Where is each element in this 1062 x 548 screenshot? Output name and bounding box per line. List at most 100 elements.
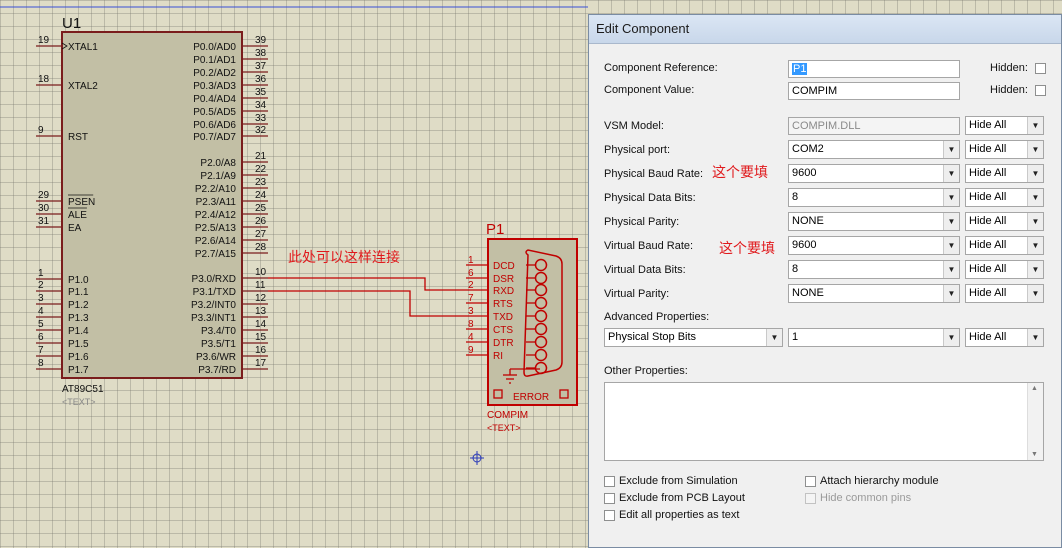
db9-hole (534, 348, 548, 362)
u1-pin-name: P1.6 (68, 352, 89, 363)
dialog-title[interactable]: Edit Component (589, 15, 1061, 44)
scroll-down-icon[interactable]: ▼ (1031, 451, 1038, 458)
crosshair-icon (470, 451, 484, 465)
u1-pin-name: P0.3/AD3 (193, 81, 236, 92)
advanced-property-select[interactable]: Physical Stop Bits▼ (604, 328, 783, 347)
checkbox-attach_hier[interactable] (805, 476, 816, 487)
db9-hole (534, 296, 548, 310)
u1-pin-number: 36 (255, 74, 267, 85)
u1-pin-name: P0.4/AD4 (193, 94, 236, 105)
u1-pin-name: P2.6/A14 (195, 236, 237, 247)
advanced-visibility-select[interactable]: Hide All▼ (965, 328, 1044, 347)
prop-label-physical_baud_rate: Physical Baud Rate: (604, 168, 704, 180)
u1-pin-number: 29 (38, 190, 50, 201)
chevron-down-icon: ▼ (1027, 189, 1043, 206)
u1-pin-number: 2 (38, 280, 44, 291)
u1-pin-number: 18 (38, 74, 50, 85)
u1-pin-name: P3.4/T0 (201, 326, 236, 337)
chevron-down-icon: ▼ (766, 329, 782, 346)
u1-pin-name: P1.5 (68, 339, 89, 350)
u1-pin-name: ALE (68, 210, 87, 221)
u1-pin-name: P2.5/A13 (195, 223, 237, 234)
u1-pin-number: 12 (255, 293, 267, 304)
db9-hole (534, 361, 548, 375)
prop-visibility-virtual_parity[interactable]: Hide All▼ (965, 284, 1044, 303)
prop-input-physical_baud_rate[interactable]: 9600▼ (788, 164, 960, 183)
u1-pin-number: 35 (255, 87, 267, 98)
checkbox-exclude_sim[interactable] (604, 476, 615, 487)
p1-pin-name: RI (493, 351, 503, 362)
u1-pin-name: P0.7/AD7 (193, 132, 236, 143)
prop-visibility-value: Hide All (969, 191, 1007, 203)
prop-visibility-physical_port[interactable]: Hide All▼ (965, 140, 1044, 159)
u1-ref: U1 (62, 15, 81, 32)
schematic-drawing[interactable]: U1 AT89C51 <TEXT> 19XTAL118XTAL29RST29PS… (0, 0, 588, 548)
u1-pin-number: 32 (255, 125, 267, 136)
prop-label-virtual_data_bits: Virtual Data Bits: (604, 264, 686, 276)
prop-input-vsm_model[interactable]: COMPIM.DLL (788, 117, 960, 135)
reference-hidden-checkbox[interactable] (1035, 63, 1046, 74)
prop-input-virtual_baud_rate[interactable]: 9600▼ (788, 236, 960, 255)
checkbox-label-exclude_pcb: Exclude from PCB Layout (619, 492, 745, 504)
u1-pin-number: 10 (255, 267, 267, 278)
annotation-fill-note-1: 这个要填 (712, 165, 768, 181)
p1-pin-name: DCD (493, 261, 515, 272)
prop-input-physical_port[interactable]: COM2▼ (788, 140, 960, 159)
u1-pin-number: 24 (255, 190, 267, 201)
clock-pin-marker (61, 42, 68, 50)
reference-hidden-label: Hidden: (990, 62, 1028, 74)
checkbox-label-attach_hier: Attach hierarchy module (820, 475, 939, 487)
u1-pin-name: EA (68, 223, 82, 234)
u1-pin-name: XTAL2 (68, 81, 98, 92)
prop-visibility-virtual_data_bits[interactable]: Hide All▼ (965, 260, 1044, 279)
db9-pins (526, 258, 548, 375)
prop-visibility-physical_parity[interactable]: Hide All▼ (965, 212, 1044, 231)
p1-pin-name: DTR (493, 338, 514, 349)
chevron-down-icon: ▼ (943, 285, 959, 302)
textarea-scrollbar[interactable]: ▲ ▼ (1027, 383, 1043, 460)
component-value-input[interactable]: COMPIM (788, 82, 960, 100)
prop-input-physical_data_bits[interactable]: 8▼ (788, 188, 960, 207)
p1-pin-name: CTS (493, 325, 513, 336)
prop-visibility-physical_baud_rate[interactable]: Hide All▼ (965, 164, 1044, 183)
edit-component-dialog: Edit Component Component Reference: P1 H… (588, 14, 1062, 548)
chevron-down-icon: ▼ (943, 261, 959, 278)
u1-pin-number: 22 (255, 164, 267, 175)
u1-pin-number: 39 (255, 35, 267, 46)
u1-pin-number: 11 (255, 280, 266, 291)
checkbox-exclude_pcb[interactable] (604, 493, 615, 504)
prop-visibility-physical_data_bits[interactable]: Hide All ▼ (965, 188, 1044, 207)
prop-value-physical_parity: NONE (792, 215, 824, 227)
p1-pin-number: 8 (468, 319, 474, 330)
prop-input-physical_parity[interactable]: NONE ▼ (788, 212, 960, 231)
other-properties-textarea[interactable]: ▲ ▼ (604, 382, 1044, 461)
checkbox-edit_all[interactable] (604, 510, 615, 521)
prop-label-virtual_parity: Virtual Parity: (604, 288, 670, 300)
checkbox-hide_common (805, 493, 816, 504)
prop-input-virtual_parity[interactable]: NONE▼ (788, 284, 960, 303)
component-reference-input[interactable]: P1 (788, 60, 960, 78)
scroll-up-icon[interactable]: ▲ (1031, 385, 1038, 392)
advanced-value-select[interactable]: 1▼ (788, 328, 960, 347)
prop-visibility-value: Hide All (969, 119, 1007, 131)
wires[interactable] (268, 277, 466, 317)
chevron-down-icon: ▼ (943, 213, 959, 230)
error-indicator-right (559, 389, 569, 399)
chevron-down-icon: ▼ (943, 165, 959, 182)
u1-pin-name: P0.1/AD1 (193, 55, 236, 66)
prop-value-virtual_baud_rate: 9600 (792, 239, 817, 251)
u1-pin-number: 33 (255, 113, 267, 124)
prop-visibility-vsm_model[interactable]: Hide All▼ (965, 116, 1044, 135)
prop-value-physical_data_bits: 8 (792, 191, 799, 203)
u1-body[interactable] (61, 31, 243, 379)
u1-pin-name: P0.6/AD6 (193, 120, 236, 131)
u1-pin-number: 1 (38, 268, 44, 279)
u1-pin-name: P2.1/A9 (200, 171, 236, 182)
u1-pin-number: 27 (255, 229, 267, 240)
value-hidden-checkbox[interactable] (1035, 85, 1046, 96)
prop-visibility-virtual_baud_rate[interactable]: Hide All▼ (965, 236, 1044, 255)
u1-pin-number: 37 (255, 61, 267, 72)
prop-input-virtual_data_bits[interactable]: 8▼ (788, 260, 960, 279)
u1-pin-number: 17 (255, 358, 267, 369)
